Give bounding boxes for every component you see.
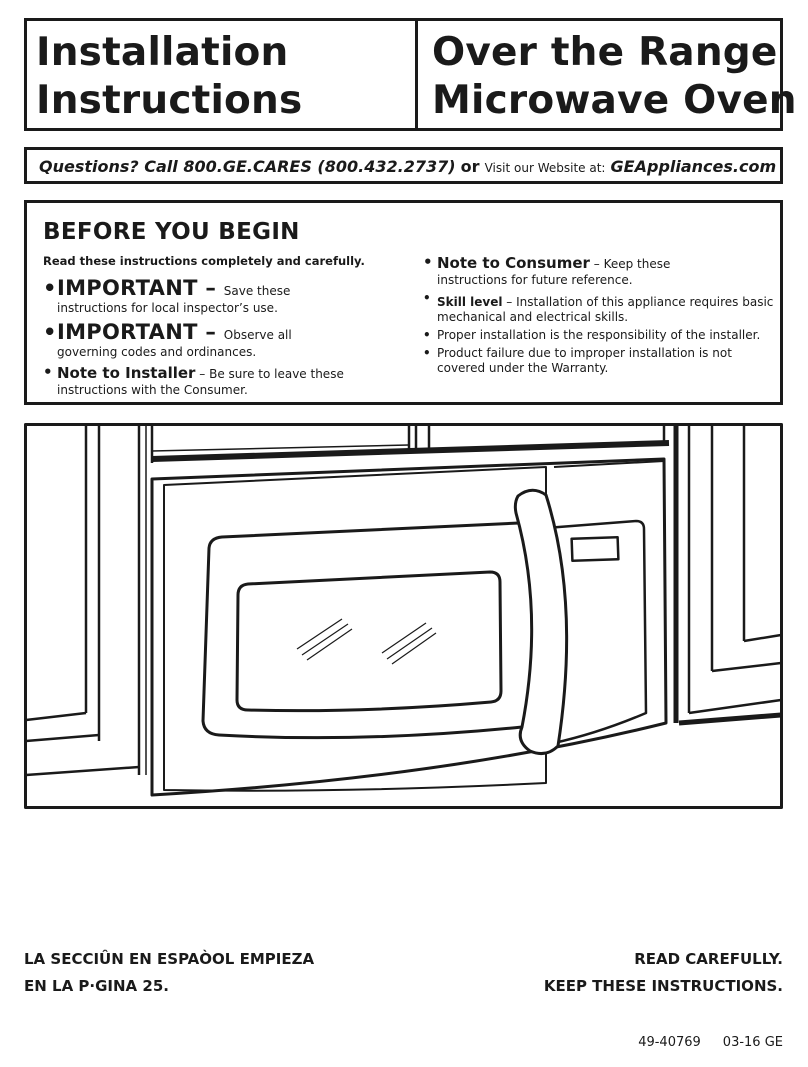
right-notes-column: • Note to Consumer – Keep these instruct… — [419, 253, 774, 379]
bullet-icon: • — [423, 291, 431, 305]
website-link[interactable]: GEAppliances.com — [610, 157, 777, 176]
microwave-illustration — [24, 423, 783, 809]
note-item: • IMPORTANT – Observe all governing code… — [43, 320, 292, 359]
upper-cabinets — [150, 425, 670, 463]
before-you-begin-box: BEFORE YOU BEGIN Read these instructions… — [24, 200, 783, 405]
title-box: Installation Instructions Over the Range… — [24, 18, 797, 131]
bullet-icon: • — [43, 276, 57, 300]
bullet-icon: • — [423, 346, 431, 360]
visit-text: Visit our Website at: — [484, 161, 606, 175]
product-title: Over the Range Microwave Oven — [432, 30, 797, 123]
door-outer-frame — [201, 521, 536, 740]
note-item: • Product failure due to improper instal… — [423, 346, 732, 375]
door-window — [235, 570, 503, 713]
left-notes-column: • IMPORTANT – Save these instructions fo… — [39, 275, 369, 401]
left-cabinet — [25, 425, 147, 777]
note-item: • Note to Installer – Be sure to leave t… — [43, 363, 344, 397]
document-title: Installation Instructions — [36, 30, 303, 123]
glass-reflection — [296, 618, 437, 665]
before-heading: BEFORE YOU BEGIN — [43, 219, 300, 245]
bullet-icon: • — [43, 363, 53, 381]
or-text: or — [460, 157, 480, 176]
bullet-icon: • — [43, 320, 57, 344]
door-handle — [513, 488, 569, 756]
microwave-body — [150, 457, 668, 797]
note-item: • Proper installation is the responsibil… — [423, 328, 761, 342]
note-item: • IMPORTANT – Save these instructions fo… — [43, 276, 291, 315]
right-cabinet — [673, 425, 782, 726]
control-display — [570, 535, 620, 563]
note-item: • Skill level – Installation of this app… — [423, 291, 774, 324]
contact-line: Questions? Call 800.GE.CARES (800.432.27… — [39, 157, 776, 176]
read-carefully-note: READ CAREFULLY. KEEP THESE INSTRUCTIONS. — [543, 950, 783, 995]
spanish-section-note: LA SECCIÛN EN ESPAÒOL EMPIEZA EN LA P·GI… — [24, 950, 315, 995]
title-divider — [415, 21, 418, 128]
before-subheading: Read these instructions completely and c… — [43, 254, 365, 268]
phone-text: Questions? Call 800.GE.CARES (800.432.27… — [39, 157, 456, 176]
illustration-frame — [24, 423, 783, 809]
bullet-icon: • — [423, 253, 433, 271]
note-item: • Note to Consumer – Keep these instruct… — [423, 253, 671, 287]
questions-bar: Questions? Call 800.GE.CARES (800.432.27… — [24, 147, 783, 184]
bullet-icon: • — [423, 328, 431, 342]
